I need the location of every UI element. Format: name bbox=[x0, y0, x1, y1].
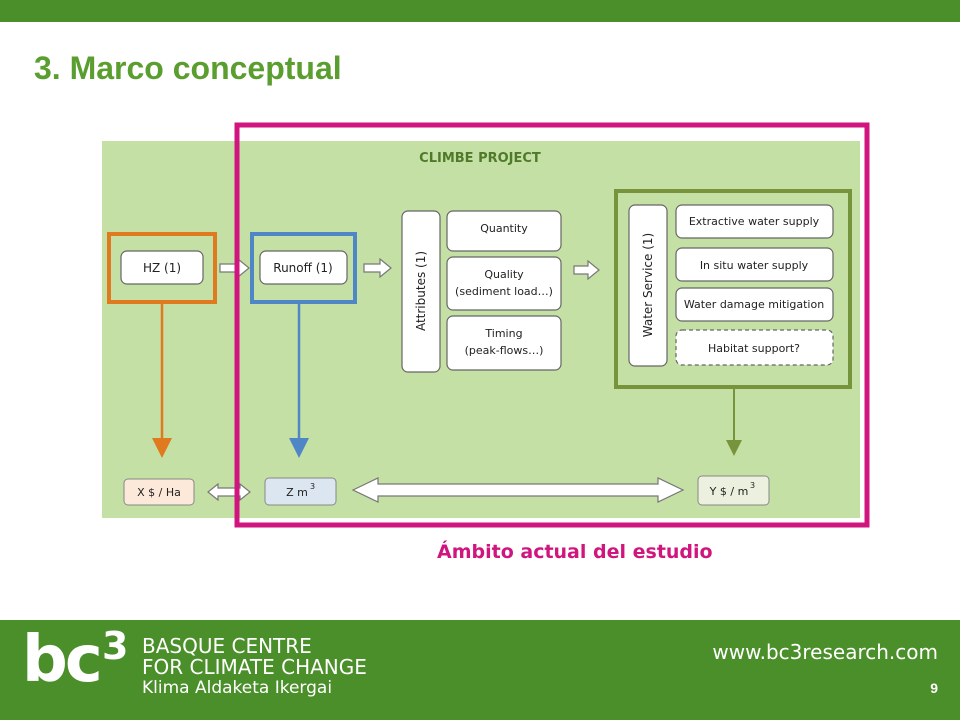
hz-box bbox=[120, 250, 204, 285]
hz-label: HZ (1) bbox=[143, 261, 181, 275]
service-insitu-box bbox=[675, 247, 834, 282]
org-line-1: BASQUE CENTRE bbox=[142, 634, 312, 658]
runoff-highlight bbox=[250, 232, 357, 304]
org-line-2: FOR CLIMATE CHANGE bbox=[142, 655, 367, 679]
service-damage-box bbox=[675, 287, 834, 322]
conceptual-diagram: CLIMBE PROJECT HZ (1) Runoff (1) Attribu… bbox=[102, 122, 870, 528]
runoff-box bbox=[259, 250, 348, 285]
service-habitat-box bbox=[675, 329, 834, 366]
attribute-quality-label: Quality bbox=[484, 268, 524, 281]
study-scope-label: Ámbito actual del estudio bbox=[437, 541, 713, 563]
slide-title: 3. Marco conceptual bbox=[34, 50, 342, 86]
attribute-quantity-label: Quantity bbox=[480, 222, 528, 235]
org-line-3: Klima Aldaketa Ikergai bbox=[142, 678, 333, 698]
attribute-quality-detail: (sediment load…) bbox=[455, 285, 553, 298]
attributes-label: Attributes (1) bbox=[414, 251, 428, 331]
page-number: 9 bbox=[930, 680, 938, 696]
water-service-label: Water Service (1) bbox=[641, 233, 655, 337]
attributes-box bbox=[401, 210, 441, 373]
attribute-timing-label: Timing bbox=[484, 327, 522, 340]
runoff-label: Runoff (1) bbox=[273, 261, 332, 275]
attribute-quantity-box bbox=[446, 210, 562, 252]
service-highlight bbox=[614, 189, 852, 389]
hz-highlight bbox=[107, 232, 217, 304]
study-scope-frame bbox=[234, 122, 870, 528]
value-service-box bbox=[697, 475, 770, 506]
service-damage-label: Water damage mitigation bbox=[684, 298, 824, 311]
logo-superscript: 3 bbox=[102, 624, 129, 668]
attribute-timing-detail: (peak-flows…) bbox=[465, 344, 544, 357]
value-hz-box bbox=[123, 478, 195, 506]
service-extractive-label: Extractive water supply bbox=[689, 215, 820, 228]
value-runoff-box bbox=[264, 477, 337, 506]
value-service-superscript: 3 bbox=[750, 481, 755, 490]
value-runoff-superscript: 3 bbox=[310, 482, 315, 491]
value-double-arrow-large bbox=[351, 477, 685, 503]
website-link[interactable]: www.bc3research.com bbox=[712, 640, 938, 664]
value-hz-label: X $ / Ha bbox=[137, 486, 181, 499]
runoff-to-attributes-arrow bbox=[363, 257, 392, 279]
service-habitat-label: Habitat support? bbox=[708, 342, 800, 355]
project-label: CLIMBE PROJECT bbox=[419, 151, 541, 166]
footer-bar bbox=[0, 620, 960, 720]
service-extractive-box bbox=[675, 204, 834, 239]
service-insitu-label: In situ water supply bbox=[700, 259, 809, 272]
value-runoff-label: Z m bbox=[286, 486, 308, 499]
water-service-box bbox=[628, 204, 668, 367]
top-bar bbox=[0, 0, 960, 22]
attributes-to-service-arrow bbox=[573, 259, 600, 281]
logo-text: bc bbox=[22, 623, 103, 697]
value-service-label: Y $ / m bbox=[709, 485, 749, 498]
attribute-timing-box bbox=[446, 315, 562, 371]
organization-name: BASQUE CENTRE FOR CLIMATE CHANGE Klima A… bbox=[142, 636, 367, 699]
attribute-quality-box bbox=[446, 256, 562, 311]
bc3-logo: bc 3 bbox=[22, 624, 128, 692]
